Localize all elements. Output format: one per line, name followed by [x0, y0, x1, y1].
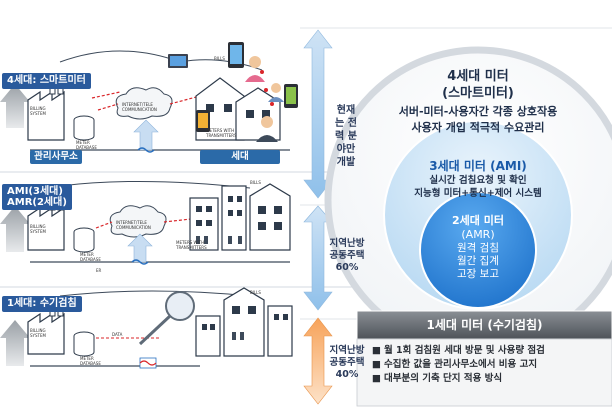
bills-label-3: BILLS — [250, 290, 261, 295]
gen3-desc1: 실시간 검침요청 및 확인 — [429, 175, 527, 186]
current-development-label: 현재는 전력 분야만 개발 — [335, 105, 357, 168]
billing-system-label-3: BILLING SYSTEM — [30, 328, 46, 338]
gen2-desc3: 고장 보고 — [457, 268, 499, 280]
meters-transmitters-label-2: METERS WITH TRANSMITTERS — [176, 240, 207, 250]
billing-system-label-2: BILLING SYSTEM — [30, 224, 46, 234]
gen4-title: 4세대 미터 — [447, 69, 509, 84]
meters-transmitters-label-1: METERS WITH TRANSMITTERS — [206, 128, 237, 138]
gen3-title: 3세대 미터 (AMI) — [429, 159, 527, 173]
meter-database-label-1: METER DATABASE — [76, 140, 97, 150]
gen2-circle-text: 2세대 미터 (AMR) 원격 검침 월간 집계 고장 보고 — [428, 214, 528, 281]
row-gen1-scene — [27, 287, 293, 369]
billing-system-label-1: BILLING SYSTEM — [30, 106, 46, 116]
meter-database-label-2: METER DATABASE — [80, 252, 101, 262]
er-label: ER — [96, 268, 102, 273]
row-gen4-scene — [27, 42, 298, 153]
gen1-bullet-2: ■수집한 값을 관리사무소에서 비용 고지 — [372, 359, 538, 370]
gen3-label-line1: AMI(3세대) — [7, 186, 63, 197]
gen1-title-box — [356, 310, 612, 340]
regional-heating-40-label: 지역난방 공동주택 40% — [329, 345, 365, 380]
left-arrow-top — [0, 84, 30, 128]
regional-heating-60-label: 지역난방 공동주택 60% — [329, 238, 365, 273]
middle-arrow-bottom — [303, 317, 333, 405]
internet-comm-label-2: INTERNET/TELE COMMUNICATION — [116, 220, 151, 230]
gen2-desc2: 월간 집계 — [457, 255, 499, 267]
middle-arrow-top — [303, 29, 333, 199]
bills-label-1: BILLS — [214, 56, 225, 61]
gen2-desc1: 원격 검침 — [457, 242, 499, 254]
gen1-box-title: 1세대 미터 (수기검침) — [426, 318, 543, 332]
gen3-desc2: 지능형 미터+통신+제어 시스템 — [414, 188, 542, 199]
left-arrow-bottom — [0, 320, 30, 366]
gen2-subtitle: (AMR) — [461, 228, 495, 241]
gen1-desc-box — [356, 338, 612, 407]
bills-label-2: BILLS — [250, 180, 261, 185]
inner-circle-gen2 — [419, 191, 537, 309]
gen4-desc1: 서버-미터-사용자간 각종 상호작용 — [398, 105, 558, 118]
gen1-bullet-3: ■대부분의 기축 단지 적용 방식 — [372, 373, 503, 384]
internet-comm-label-1: INTERNET/TELE COMMUNICATION — [122, 102, 157, 112]
gen3-label-line2: AMR(2세대) — [7, 197, 67, 208]
gen4-desc2: 사용자 개입 적극적 수요관리 — [411, 121, 545, 134]
gen3-gen2-label: AMI(3세대) AMR(2세대) — [2, 184, 72, 210]
gen4-subtitle: (스마트미터) — [442, 86, 514, 101]
left-arrow-mid — [0, 206, 30, 252]
meter-database-label-3: METER DATABASE — [80, 356, 101, 366]
gen1-bullets: ■월 1회 검침원 세대 방문 및 사용량 점검 ■수집한 값을 관리사무소에서… — [372, 344, 608, 386]
gen3-circle-text: 3세대 미터 (AMI) 실시간 검침요청 및 확인 지능형 미터+통신+제어 … — [396, 158, 560, 200]
data-label: DATA — [112, 332, 123, 337]
household-tag: 세대 — [200, 150, 280, 164]
gen1-bullet-1: ■월 1회 검침원 세대 방문 및 사용량 점검 — [372, 345, 545, 356]
gen2-title: 2세대 미터 — [452, 214, 504, 227]
gen4-circle-text: 4세대 미터 (스마트미터) 서버-미터-사용자간 각종 상호작용 사용자 개입… — [368, 68, 588, 136]
gen4-label: 4세대: 스마트미터 — [2, 73, 91, 89]
row-gen3-scene — [27, 180, 291, 265]
office-tag: 관리사무소 — [30, 150, 82, 164]
gen1-label: 1세대: 수기검침 — [2, 296, 82, 312]
